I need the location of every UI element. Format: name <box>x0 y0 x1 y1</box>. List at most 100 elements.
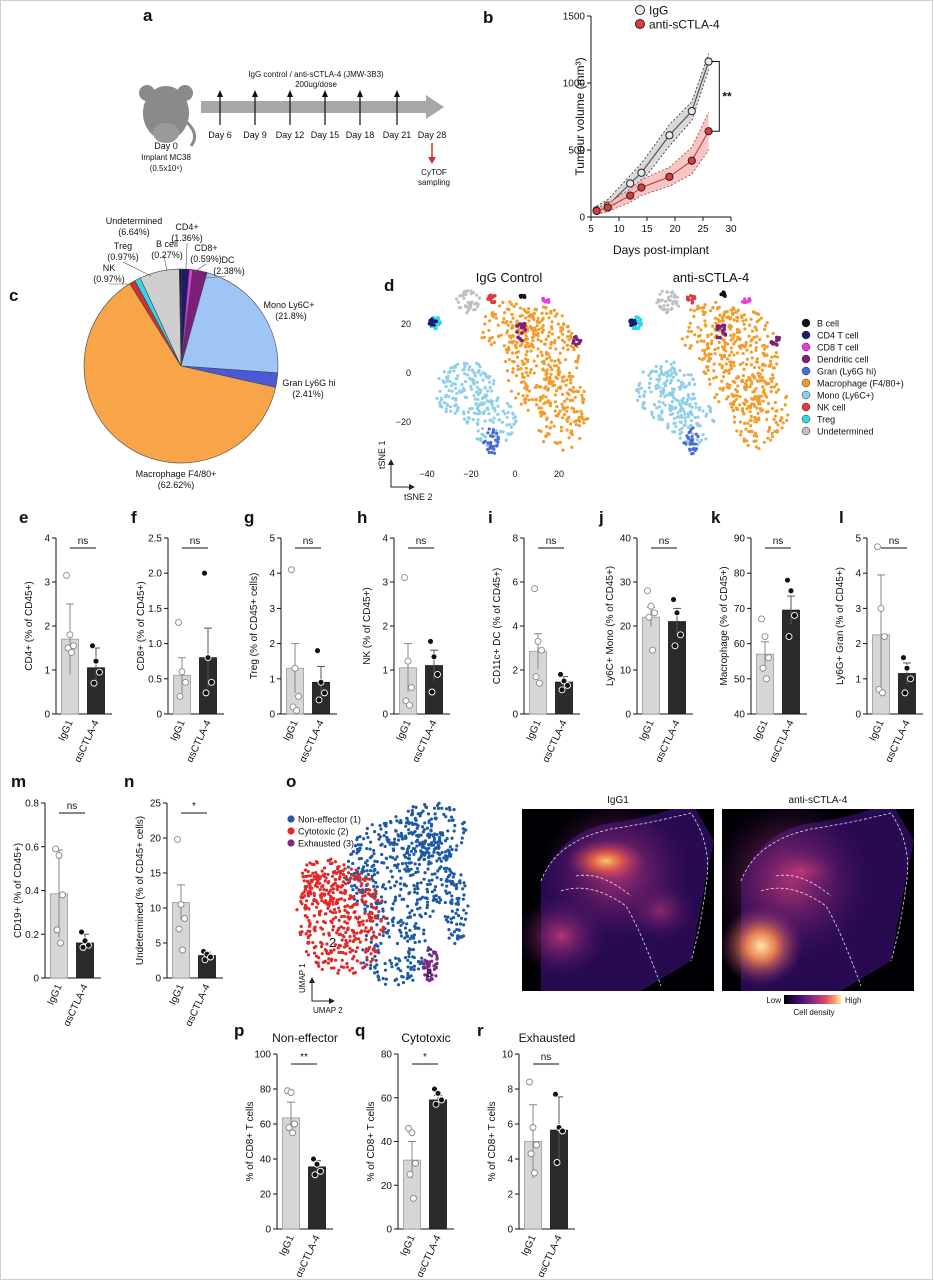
y-tick-label: 10 <box>502 1050 514 1061</box>
umap-point <box>407 955 411 959</box>
umap-point <box>402 897 406 901</box>
umap-point <box>380 899 384 903</box>
umap-point <box>381 883 386 887</box>
umap-point <box>343 904 347 909</box>
data-point <box>647 602 655 610</box>
y-tick-label: 8 <box>507 1085 513 1096</box>
x-tick-label: IgG1 <box>169 718 188 743</box>
tsne-point <box>568 334 572 338</box>
tsne-points <box>427 289 790 456</box>
tsne-point <box>475 421 480 425</box>
tsne-point <box>701 309 705 313</box>
tsne-point <box>495 443 499 448</box>
umap-legend-label: Cytotoxic (2) <box>298 827 349 837</box>
umap-point <box>418 913 422 917</box>
umap-point <box>335 888 339 892</box>
bar <box>429 1099 447 1230</box>
x-tick-label: αsCTLA-4 <box>884 718 913 764</box>
data-point <box>204 654 212 662</box>
umap-point <box>357 920 361 924</box>
umap-point <box>363 861 368 865</box>
umap-point <box>460 836 464 840</box>
umap-point <box>320 869 324 873</box>
tsne-point <box>476 404 480 409</box>
umap-point <box>304 874 308 879</box>
tsne-point <box>736 384 740 388</box>
tsne-point <box>447 370 451 375</box>
tsne-point <box>762 379 766 383</box>
tsne-legend-marker <box>801 342 811 352</box>
tsne-point <box>689 419 693 423</box>
tsne-point <box>723 333 727 337</box>
tsne-point <box>654 384 658 388</box>
umap-point <box>300 871 305 875</box>
tsne-point <box>784 394 789 399</box>
umap-point <box>320 899 324 903</box>
umap-point <box>372 872 377 877</box>
tsne-point <box>687 395 691 399</box>
tsne-point <box>576 389 581 394</box>
umap-point <box>363 911 367 915</box>
tsne-point <box>454 398 458 402</box>
tsne-point <box>512 422 516 427</box>
umap-point <box>430 890 434 894</box>
umap-point <box>427 846 431 850</box>
umap-point <box>410 808 414 813</box>
data-point <box>644 587 651 595</box>
umap-point <box>336 971 340 975</box>
tsne-point <box>448 379 452 384</box>
umap-point <box>376 898 380 903</box>
umap-point <box>361 923 365 927</box>
tsne-point <box>689 344 693 348</box>
umap-point <box>425 887 429 891</box>
umap-point <box>423 802 427 807</box>
umap-legend-marker <box>287 815 295 823</box>
tsne-point <box>750 396 754 401</box>
umap-point <box>411 822 415 827</box>
data-point <box>311 1171 319 1179</box>
tsne-point <box>548 346 552 350</box>
significance-bracket <box>711 61 720 132</box>
data-point <box>78 928 85 936</box>
tsne-point <box>769 389 773 394</box>
umap-point <box>326 881 330 885</box>
band-lower <box>596 69 709 215</box>
tsne-point <box>548 355 552 359</box>
data-point <box>434 670 441 678</box>
tsne-point <box>741 409 745 413</box>
umap-point <box>452 930 457 934</box>
tsne-point <box>654 369 658 374</box>
tsne-point <box>462 417 466 421</box>
umap-point <box>375 923 379 927</box>
tsne-point <box>675 295 680 299</box>
tsne-point <box>679 384 683 388</box>
tsne-point <box>483 439 487 443</box>
tsne-point <box>679 380 684 384</box>
tsne-point <box>467 368 471 372</box>
umap-point <box>330 874 335 878</box>
tsne-point <box>529 349 533 353</box>
umap-point <box>364 933 368 938</box>
umap-point <box>464 911 468 915</box>
x-tick-label: αsCTLA-4 <box>541 718 570 764</box>
x-tick-label: αsCTLA-4 <box>62 982 91 1028</box>
tsne-point <box>770 379 774 384</box>
tsne-point <box>541 440 546 444</box>
tsne-point <box>535 320 539 324</box>
umap-point <box>432 836 437 841</box>
umap-point <box>368 945 372 949</box>
tsne-point <box>554 389 559 393</box>
tsne-point <box>711 324 715 328</box>
umap-point <box>456 914 461 918</box>
tsne-point <box>718 387 722 391</box>
treatment-label: IgG control / anti-sCTLA-4 (JMW-3B3) <box>248 70 384 79</box>
data-point <box>430 653 438 661</box>
tsne-point <box>560 338 565 342</box>
tsne-point <box>769 340 774 344</box>
umap-point <box>402 883 406 887</box>
tsne-point <box>709 342 714 346</box>
data-point <box>529 1124 537 1131</box>
tsne-point <box>733 400 737 404</box>
umap-point <box>407 951 411 956</box>
umap-point <box>439 898 443 902</box>
